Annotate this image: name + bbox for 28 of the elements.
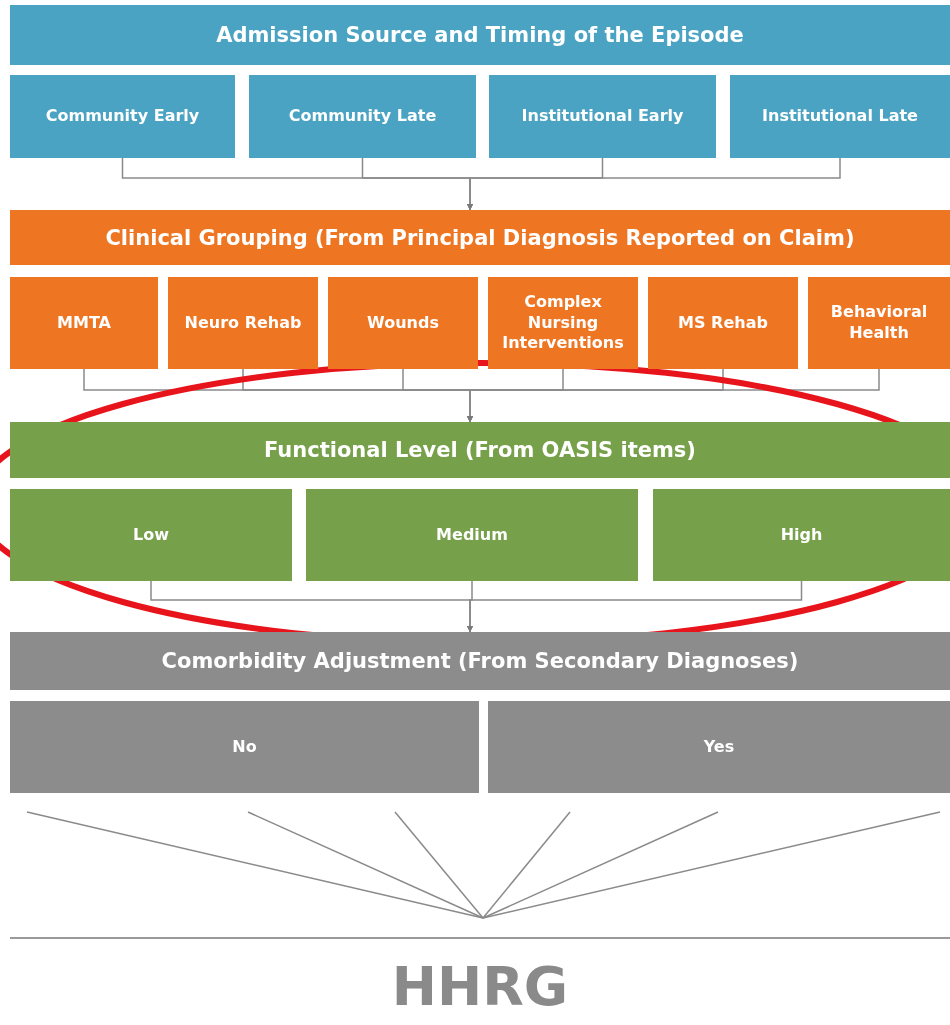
header-band: Comorbidity Adjustment (From Secondary Diagnoses) (10, 632, 950, 690)
arrow (467, 580, 803, 633)
category-box: Low (10, 489, 292, 581)
category-box: MS Rehab (648, 277, 798, 369)
category-box: No (10, 701, 479, 793)
category-box: Institutional Late (730, 75, 950, 158)
header-band: Functional Level (From OASIS items) (10, 422, 950, 478)
category-box: Wounds (328, 277, 478, 369)
arrow (467, 368, 880, 423)
header-band: Admission Source and Timing of the Episode (10, 5, 950, 65)
connector-line (482, 811, 571, 919)
category-box: High (653, 489, 950, 581)
category-box: Behavioral Health (808, 277, 950, 369)
category-box: Community Early (10, 75, 235, 158)
connector-line (394, 811, 484, 919)
result-label: HHRG (380, 955, 580, 1017)
category-box: Community Late (249, 75, 476, 158)
category-box: Medium (306, 489, 638, 581)
category-box: Institutional Early (489, 75, 716, 158)
connector-line (482, 811, 719, 919)
arrow (467, 157, 841, 211)
header-band: Clinical Grouping (From Principal Diagnosis Reported on Claim) (10, 210, 950, 265)
category-box: Yes (488, 701, 950, 793)
category-box: Complex Nursing Interventions (488, 277, 638, 369)
connector-line (247, 811, 484, 919)
category-box: MMTA (10, 277, 158, 369)
category-box: Neuro Rehab (168, 277, 318, 369)
connector-line (482, 811, 941, 919)
